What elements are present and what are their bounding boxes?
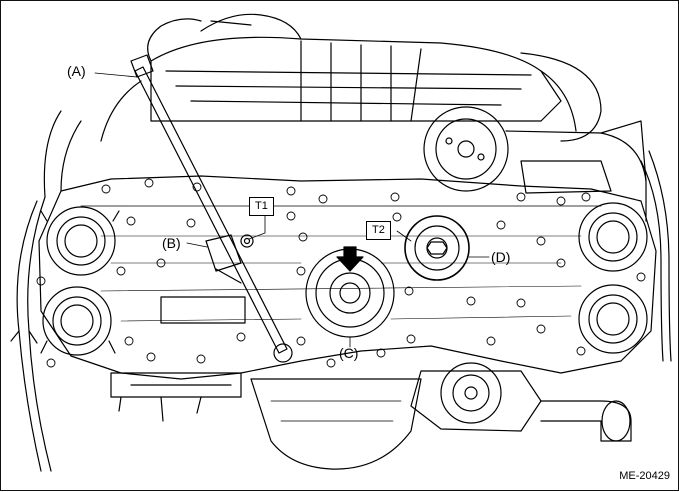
water-pump — [410, 362, 632, 442]
down-arrow-icon — [336, 246, 364, 272]
lower-left-fittings — [110, 372, 242, 422]
oil-pan — [250, 378, 422, 470]
ac-compressor — [423, 106, 647, 222]
oil-level-gauge — [130, 54, 293, 363]
figure-id: ME-20429 — [619, 470, 670, 482]
intake-manifold — [100, 13, 602, 142]
timing-cover — [38, 175, 657, 380]
right-cam-sprockets — [578, 202, 648, 354]
idler-pulley — [404, 215, 470, 281]
leader-lines — [94, 72, 490, 348]
left-harness — [10, 110, 82, 472]
callout-c: (C) — [339, 345, 359, 361]
callout-b: (B) — [162, 235, 181, 251]
bolt-holes — [36, 178, 646, 368]
tag-t2: T2 — [366, 221, 391, 240]
callout-a: (A) — [67, 63, 86, 79]
right-harness — [640, 150, 672, 362]
tag-t1: T1 — [249, 197, 274, 216]
bolt-b — [240, 234, 254, 248]
callout-d: (D) — [491, 249, 511, 265]
left-cam-sprockets — [40, 206, 120, 356]
